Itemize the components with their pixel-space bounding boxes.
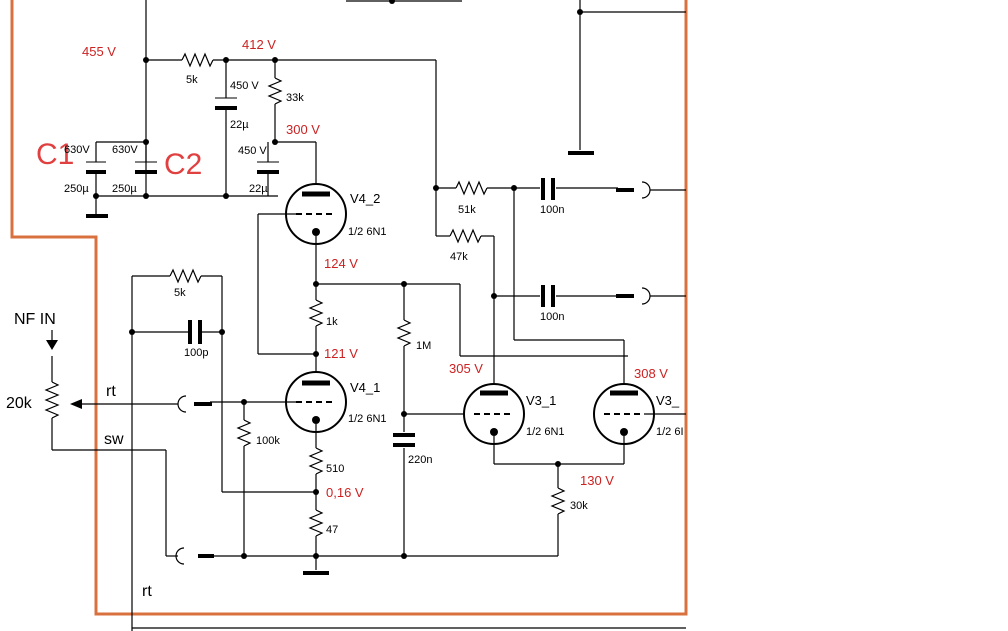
power-supply-section	[86, 0, 462, 236]
c100n-a-value: 100n	[540, 204, 564, 216]
voltage-121: 121 V	[324, 346, 358, 361]
c2-label: C2	[164, 148, 202, 181]
v4-2-name: V4_2	[350, 191, 380, 206]
v3-1-type: 1/2 6N1	[526, 426, 565, 438]
voltage-016: 0,16 V	[326, 485, 364, 500]
input-potentiometer	[44, 330, 178, 451]
c100n-b-value: 100n	[540, 311, 564, 323]
c22-top-voltage: 450 V	[230, 80, 259, 92]
rt-bottom-label: rt	[142, 583, 152, 600]
v3-2-name: V3_	[656, 393, 680, 408]
c2-value: 250µ	[112, 183, 137, 195]
r5k-top-value: 5k	[186, 74, 198, 86]
voltage-labels: 455 V 412 V 300 V 124 V 121 V 0,16 V 305…	[82, 37, 668, 500]
r1k-value: 1k	[326, 316, 338, 328]
r33k-value: 33k	[286, 92, 304, 104]
nf-in-label: NF IN	[14, 311, 56, 328]
r510-value: 510	[326, 463, 344, 475]
r51k-value: 51k	[458, 204, 476, 216]
bias-network	[316, 281, 628, 559]
v4-1-name: V4_1	[350, 380, 380, 395]
tube-v4-1	[129, 268, 558, 631]
voltage-455: 455 V	[82, 44, 116, 59]
v4-1-type: 1/2 6N1	[348, 413, 387, 425]
voltage-305: 305 V	[449, 361, 483, 376]
rt-top-label: rt	[106, 383, 116, 400]
tube-v3-pair	[132, 0, 686, 629]
voltage-300: 300 V	[286, 122, 320, 137]
c1-value: 250µ	[64, 183, 89, 195]
r5k-fb-value: 5k	[174, 287, 186, 299]
c22-bottom-voltage: 450 V	[238, 145, 267, 157]
voltage-130: 130 V	[580, 473, 614, 488]
c22-top-value: 22µ	[230, 119, 249, 131]
voltage-412: 412 V	[242, 37, 276, 52]
resistor-labels: 5k 33k 51k 47k 5k 1k 1M 100k 510 47 30k …	[6, 74, 588, 536]
c100p-value: 100p	[184, 347, 208, 359]
r30k-value: 30k	[570, 500, 588, 512]
tube-v4-2	[257, 142, 347, 355]
tube-labels: V4_2 1/2 6N1 V4_1 1/2 6N1 V3_1 1/2 6N1 V…	[348, 191, 684, 438]
pot-value: 20k	[6, 395, 33, 412]
c1-voltage: 630V	[64, 144, 90, 156]
r100k-value: 100k	[256, 435, 280, 447]
r47k-value: 47k	[450, 251, 468, 263]
voltage-124: 124 V	[324, 256, 358, 271]
v3-1-name: V3_1	[526, 393, 556, 408]
v3-2-type: 1/2 6I	[656, 426, 684, 438]
c22-bottom-value: 22µ	[249, 183, 268, 195]
c2-voltage: 630V	[112, 144, 138, 156]
sw-label: sw	[104, 431, 124, 448]
r1M-value: 1M	[416, 340, 431, 352]
capacitor-labels: C1 C2 630V 250µ 630V 250µ 450 V 22µ 450 …	[36, 80, 564, 466]
c1-label: C1	[36, 138, 74, 171]
v4-2-type: 1/2 6N1	[348, 226, 387, 238]
r47-value: 47	[326, 524, 338, 536]
board-outline	[10, 0, 688, 616]
voltage-308: 308 V	[634, 366, 668, 381]
c220n-value: 220n	[408, 454, 432, 466]
io-labels: NF IN rt sw rt	[14, 311, 152, 600]
